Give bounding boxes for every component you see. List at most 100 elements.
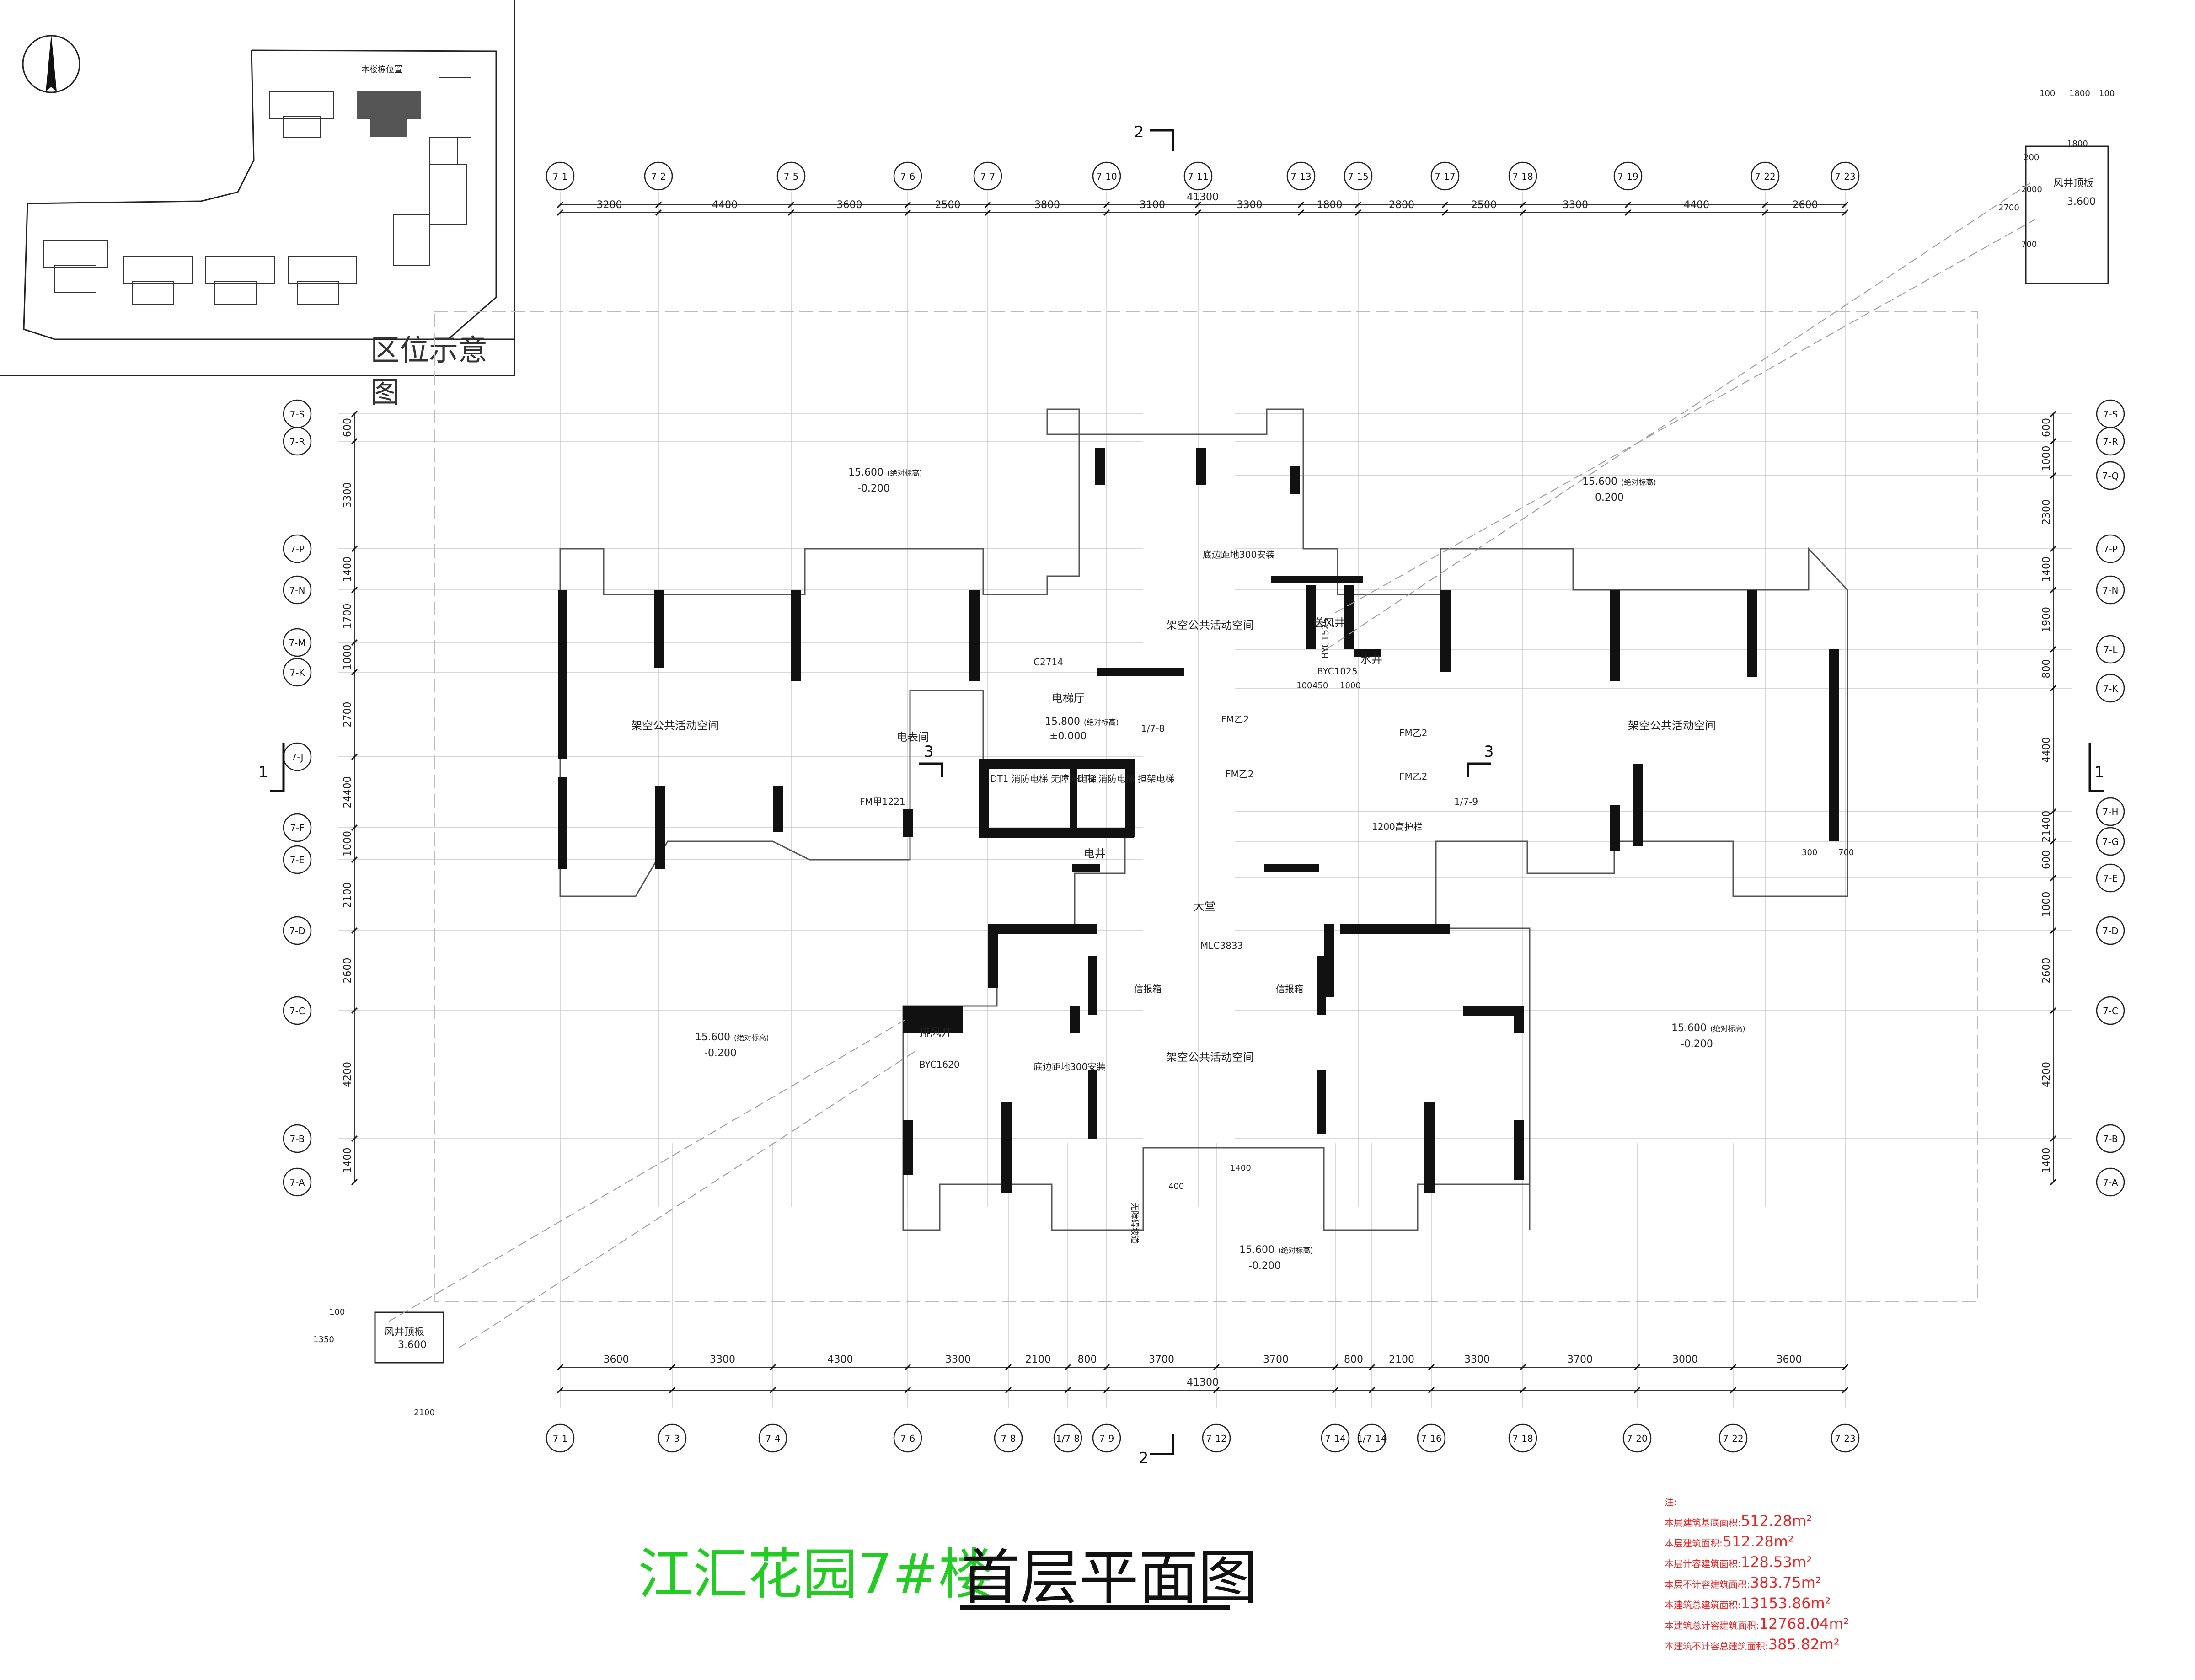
svg-text:7-P: 7-P [290, 544, 305, 555]
small-dim: 2700 [1998, 203, 2019, 213]
notes-label: 本层建筑基底面积: [1665, 1517, 1741, 1528]
elev-ne-rel: -0.200 [1591, 492, 1624, 503]
room-pilotis-east: 架空公共活动空间 [1628, 719, 1716, 732]
axis-bubble: 7-4 [758, 1423, 787, 1453]
small-dim: 1400 [1230, 1163, 1251, 1173]
svg-text:7-E: 7-E [2103, 873, 2118, 884]
grid-lines [338, 192, 2072, 1408]
axis-bubble: 7-9 [1092, 1423, 1121, 1453]
axis-bubble: 7-R [2096, 427, 2125, 456]
tag-mlc3833: MLC3833 [1200, 940, 1243, 951]
axis-bubble: 7-J [283, 742, 312, 771]
notes-label: 本层计容建筑面积: [1665, 1558, 1741, 1569]
svg-text:7-18: 7-18 [1512, 1433, 1533, 1444]
dim-total: 41300 [1187, 192, 1219, 203]
svg-text:7-H: 7-H [2103, 807, 2119, 818]
dim-label: 1400 [2041, 556, 2052, 582]
svg-text:7-20: 7-20 [1627, 1433, 1647, 1444]
svg-text:7-23: 7-23 [1835, 171, 1855, 182]
svg-text:7-19: 7-19 [1617, 171, 1638, 182]
axis-bubble: 7-E [2096, 863, 2125, 893]
dim-label: 2500 [935, 199, 961, 211]
svg-text:7-P: 7-P [2103, 544, 2118, 555]
svg-text:7-N: 7-N [2103, 585, 2119, 596]
svg-text:7-B: 7-B [2103, 1134, 2118, 1145]
small-dim: 1000 [1340, 681, 1361, 690]
svg-text:7-18: 7-18 [1512, 171, 1533, 182]
abs-note-se: (绝对标高) [1710, 1024, 1745, 1033]
notes-row: 本层建筑面积:512.28m² [1665, 1532, 1849, 1553]
axis-bubble: 7-2 [644, 161, 673, 191]
dim-label: 4300 [828, 1354, 853, 1365]
axis-bubble: 7-19 [1613, 161, 1643, 191]
dim-label: 3100 [1140, 199, 1165, 211]
notes-value: 13153.86m² [1740, 1594, 1831, 1612]
dim-label: 4400 [712, 199, 738, 211]
axis-bubble: 7-D [2096, 916, 2125, 945]
svg-text:7-N: 7-N [289, 585, 305, 596]
svg-text:7-R: 7-R [2103, 436, 2118, 447]
tag-1-7-9: 1/7-9 [1454, 796, 1478, 807]
dim-label: 4400 [1684, 199, 1709, 211]
notes-label: 本层不计容建筑面积: [1665, 1579, 1750, 1590]
axis-bubble: 7-10 [1092, 161, 1121, 191]
axis-bubble: 7-22 [1719, 1423, 1748, 1453]
svg-text:7-R: 7-R [289, 436, 305, 447]
label-shaft-left: 风井顶板 [384, 1327, 424, 1338]
elev-nw-rel: -0.200 [857, 483, 890, 494]
tag-sill-note-2: 底边距地300安装 [1033, 1061, 1106, 1072]
building-outline [559, 408, 1848, 1231]
section-marks [270, 129, 2104, 1455]
notes-label: 本层建筑面积: [1665, 1538, 1723, 1549]
elev-shaft-left: 3.600 [398, 1339, 427, 1351]
dim-label: 2100 [1389, 1354, 1414, 1365]
dim-label: 3300 [1464, 1354, 1490, 1365]
notes-row: 本建筑总建筑面积:13153.86m² [1665, 1594, 1849, 1615]
small-dim: 450 [1312, 681, 1328, 690]
axis-bubble: 7-20 [1622, 1423, 1652, 1453]
svg-text:7-15: 7-15 [1348, 171, 1368, 182]
axis-bubble: 7-B [283, 1124, 312, 1153]
small-dim: 1800 [2069, 89, 2090, 98]
dim-label: 800 [1344, 1354, 1363, 1365]
notes-row: 本建筑总计容建筑面积:12768.04m² [1665, 1615, 1849, 1635]
room-water-shaft: 水井 [1360, 653, 1382, 666]
dim-label: 24400 [342, 776, 353, 808]
svg-text:7-F: 7-F [290, 823, 304, 834]
axis-bubble: 7-S [2096, 399, 2125, 428]
elev-shaft-top: 3.600 [2067, 196, 2096, 208]
small-dim: 2100 [414, 1408, 435, 1418]
svg-text:7-12: 7-12 [1206, 1433, 1226, 1444]
section-label-right: 1 [2094, 763, 2104, 781]
axis-bubble: 7-1 [546, 161, 575, 191]
tag-byc1525: BYC1525 [1320, 618, 1331, 658]
svg-text:7-14: 7-14 [1325, 1433, 1345, 1444]
small-dim: 700 [1838, 848, 1854, 857]
notes-label: 本建筑总计容建筑面积: [1665, 1620, 1759, 1631]
dim-label: 1400 [342, 556, 353, 582]
dim-label: 3700 [1263, 1354, 1289, 1365]
elev-sw: 15.600 [695, 1032, 730, 1043]
drawing-title: 江汇花园7#楼 [638, 1543, 993, 1606]
room-meter: 电表间 [896, 731, 929, 744]
axis-bubble: 7-18 [1508, 1423, 1537, 1453]
dim-label: 600 [2041, 850, 2052, 869]
svg-text:7-10: 7-10 [1096, 171, 1117, 182]
dim-label: 1000 [2041, 892, 2052, 917]
notes-row: 本层计容建筑面积:128.53m² [1665, 1553, 1849, 1573]
room-pilotis-north: 架空公共活动空间 [1166, 619, 1254, 631]
svg-text:7-Q: 7-Q [2102, 471, 2119, 482]
room-lobby: 大堂 [1194, 900, 1215, 913]
svg-text:7-C: 7-C [289, 1006, 305, 1017]
axis-bubble: 1/7-14 [1357, 1423, 1387, 1453]
svg-text:7-K: 7-K [289, 667, 305, 678]
tag-fmz2-a: FM乙2 [1221, 714, 1249, 725]
axis-bubble: 7-A [283, 1167, 312, 1197]
axis-bubble: 7-N [283, 575, 312, 605]
abs-note-ne: (绝对标高) [1621, 478, 1656, 487]
dim-label: 4400 [2041, 737, 2052, 763]
room-electric-shaft: 电井 [1084, 847, 1106, 860]
dim-label: 3300 [1563, 199, 1588, 211]
